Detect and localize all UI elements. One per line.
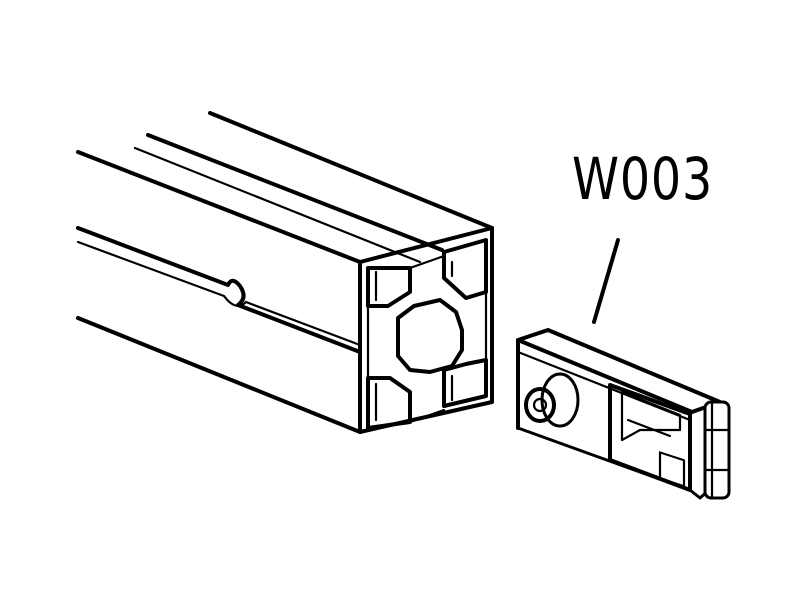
screw-head	[524, 372, 580, 428]
leader-line	[592, 238, 620, 324]
part-label: W003	[572, 145, 714, 213]
profile-end-face	[358, 226, 494, 434]
profile-long-edges	[76, 111, 494, 434]
aluminum-profile	[76, 111, 494, 434]
hinge-connector	[516, 328, 731, 500]
hinge-barrel	[703, 400, 731, 500]
